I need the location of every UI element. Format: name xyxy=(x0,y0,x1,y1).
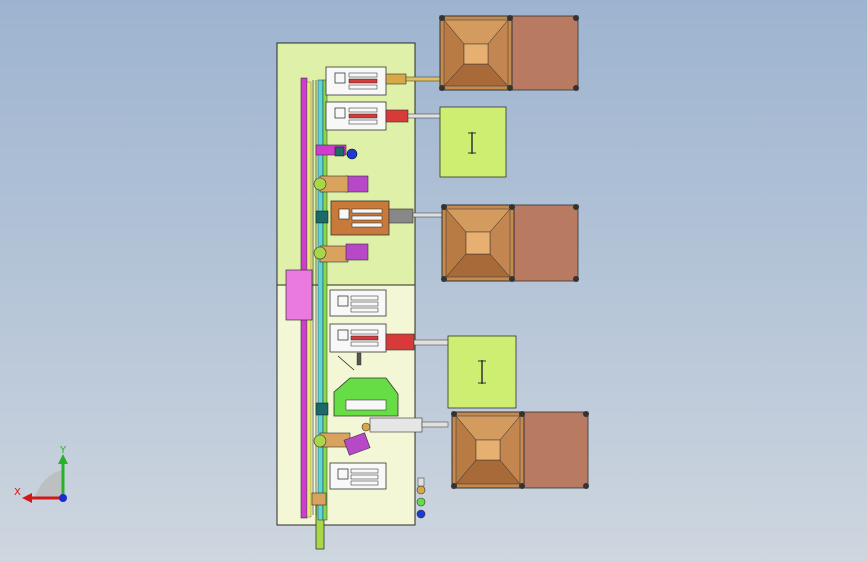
station-4 xyxy=(313,377,449,456)
slide-red-1a xyxy=(385,73,407,85)
hopper-2-storage-box xyxy=(513,204,579,282)
valve-1 xyxy=(416,485,426,495)
slide-4 xyxy=(369,417,423,433)
slide-2 xyxy=(388,208,414,224)
x-axis-label: X xyxy=(14,487,21,498)
station-2 xyxy=(313,175,444,263)
transfer-block-magenta xyxy=(285,269,313,321)
slide-red-1b xyxy=(385,109,409,123)
valve-3 xyxy=(416,509,426,519)
feeder-box-1[interactable] xyxy=(439,106,507,178)
green-guard[interactable] xyxy=(333,377,399,417)
sensor-1 xyxy=(346,148,358,160)
station-3 xyxy=(329,289,451,371)
module-white-3a[interactable] xyxy=(329,289,387,317)
hopper-3[interactable] xyxy=(451,411,589,489)
station-1 xyxy=(315,66,445,160)
conveyor-rail-green xyxy=(322,79,328,521)
station-5 xyxy=(311,462,426,519)
valve-2 xyxy=(416,497,426,507)
arm-purple-4 xyxy=(343,432,371,456)
hopper-1[interactable] xyxy=(439,15,579,91)
arm-purple-2a xyxy=(345,175,369,193)
feeder-box-2[interactable] xyxy=(447,335,517,409)
slide-red-3 xyxy=(385,333,415,351)
clamp-magenta-1 xyxy=(315,144,347,156)
y-axis-label: Y xyxy=(59,445,67,456)
hopper-1-storage-box xyxy=(511,15,579,91)
module-white-5[interactable] xyxy=(329,462,387,490)
hopper-3-storage-box xyxy=(523,411,589,489)
view-triad: Y X xyxy=(14,445,68,503)
z-axis-dot xyxy=(59,494,67,502)
hopper-2[interactable] xyxy=(441,204,579,282)
arm-purple-2b xyxy=(345,243,369,261)
sensor-4 xyxy=(361,422,371,432)
